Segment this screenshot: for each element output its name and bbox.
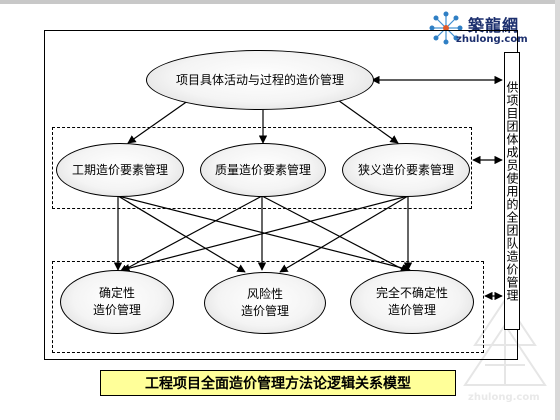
project-activity-cost-node: 项目具体活动与过程的造价管理 xyxy=(146,50,374,110)
quality-cost-node: 质量造价要素管理 xyxy=(200,143,326,197)
node-label-line1: 完全不确定性 xyxy=(375,286,448,300)
arrow-cost-to-certain xyxy=(121,195,409,273)
node-label: 项目具体活动与过程的造价管理 xyxy=(175,72,344,87)
team-cost-management-box: 供项目团体成员使用的全团队造价管理 xyxy=(504,52,520,330)
watermark-tower-icon xyxy=(463,298,547,386)
node-label-line1: 风险性 xyxy=(246,287,283,301)
node-label-line2: 造价管理 xyxy=(387,303,436,317)
node-label: 质量造价要素管理 xyxy=(214,162,311,177)
arrow-top-to-schedule xyxy=(127,97,193,144)
window-right-edge xyxy=(555,0,560,420)
schedule-cost-node: 工期造价要素管理 xyxy=(56,143,184,197)
node-label: 完全不确定性 造价管理 xyxy=(370,285,454,319)
arrow-top-to-cost xyxy=(334,97,399,144)
node-label: 风险性 造价管理 xyxy=(235,286,295,320)
node-label: 狭义造价要素管理 xyxy=(357,162,454,177)
window-top-bar xyxy=(0,0,560,4)
node-label: 确定性 造价管理 xyxy=(87,285,147,319)
node-label: 工期造价要素管理 xyxy=(71,162,168,177)
node-label-line2: 造价管理 xyxy=(240,304,289,318)
uncertain-cost-node: 完全不确定性 造价管理 xyxy=(350,270,474,334)
arrow-cost-to-risk xyxy=(279,195,409,273)
arrow-quality-to-uncertain xyxy=(261,195,409,273)
node-label-line2: 造价管理 xyxy=(92,303,141,317)
risk-cost-node: 风险性 造价管理 xyxy=(204,272,326,334)
watermark-url: zhulong.com xyxy=(468,392,540,403)
dandelion-icon xyxy=(429,11,463,45)
node-label-line1: 确定性 xyxy=(98,286,135,300)
logo-url: zhulong.com xyxy=(456,34,528,45)
diagram-caption: 工程项目全面造价管理方法论逻辑关系模型 xyxy=(100,370,456,396)
narrow-cost-node: 狭义造价要素管理 xyxy=(342,143,470,197)
arrow-schedule-to-risk xyxy=(117,195,246,273)
arrow-quality-to-certain xyxy=(119,195,263,273)
certain-cost-node: 确定性 造价管理 xyxy=(60,270,174,334)
bottom-group-box xyxy=(52,261,484,353)
side-box-label: 供项目团体成员使用的全团队造价管理 xyxy=(505,80,519,302)
